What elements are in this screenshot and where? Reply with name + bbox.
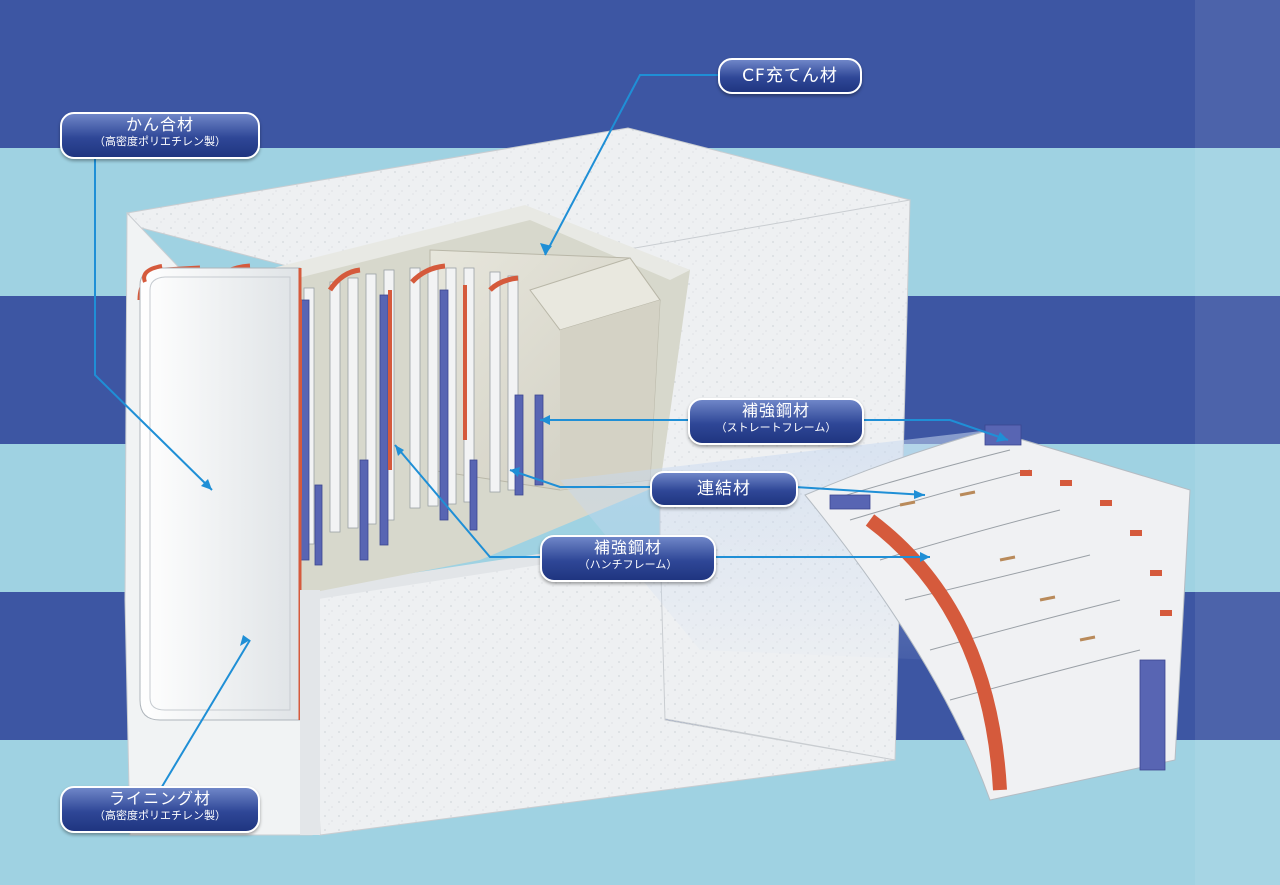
label-connector: 連結材 bbox=[650, 471, 798, 507]
label-reinforce-haunch: 補強鋼材 （ハンチフレーム） bbox=[540, 535, 716, 582]
label-lining-sub: （高密度ポリエチレン製） bbox=[94, 809, 226, 822]
leader-arrowheads bbox=[201, 243, 1008, 646]
label-cf-filler: CF充てん材 bbox=[718, 58, 862, 94]
leader-lines bbox=[94, 74, 1009, 791]
label-reinforce-haunch-text: 補強鋼材 bbox=[593, 538, 662, 557]
cf-filler-block bbox=[429, 249, 661, 491]
label-lining-text: ライニング材 bbox=[108, 789, 211, 808]
lining-surface bbox=[139, 264, 320, 835]
label-kangou: かん合材 （高密度ポリエチレン製） bbox=[60, 112, 260, 159]
label-reinforce-haunch-sub: （ハンチフレーム） bbox=[578, 558, 678, 571]
label-kangou-sub: （高密度ポリエチレン製） bbox=[94, 135, 226, 148]
label-reinforce-straight-text: 補強鋼材 bbox=[741, 401, 810, 420]
label-connector-text: 連結材 bbox=[697, 479, 751, 499]
label-reinforce-straight: 補強鋼材 （ストレートフレーム） bbox=[688, 398, 864, 445]
label-kangou-text: かん合材 bbox=[125, 115, 194, 134]
label-lining: ライニング材 （高密度ポリエチレン製） bbox=[60, 786, 260, 833]
label-cf-filler-text: CF充てん材 bbox=[742, 66, 838, 86]
label-reinforce-straight-sub: （ストレートフレーム） bbox=[715, 421, 837, 434]
